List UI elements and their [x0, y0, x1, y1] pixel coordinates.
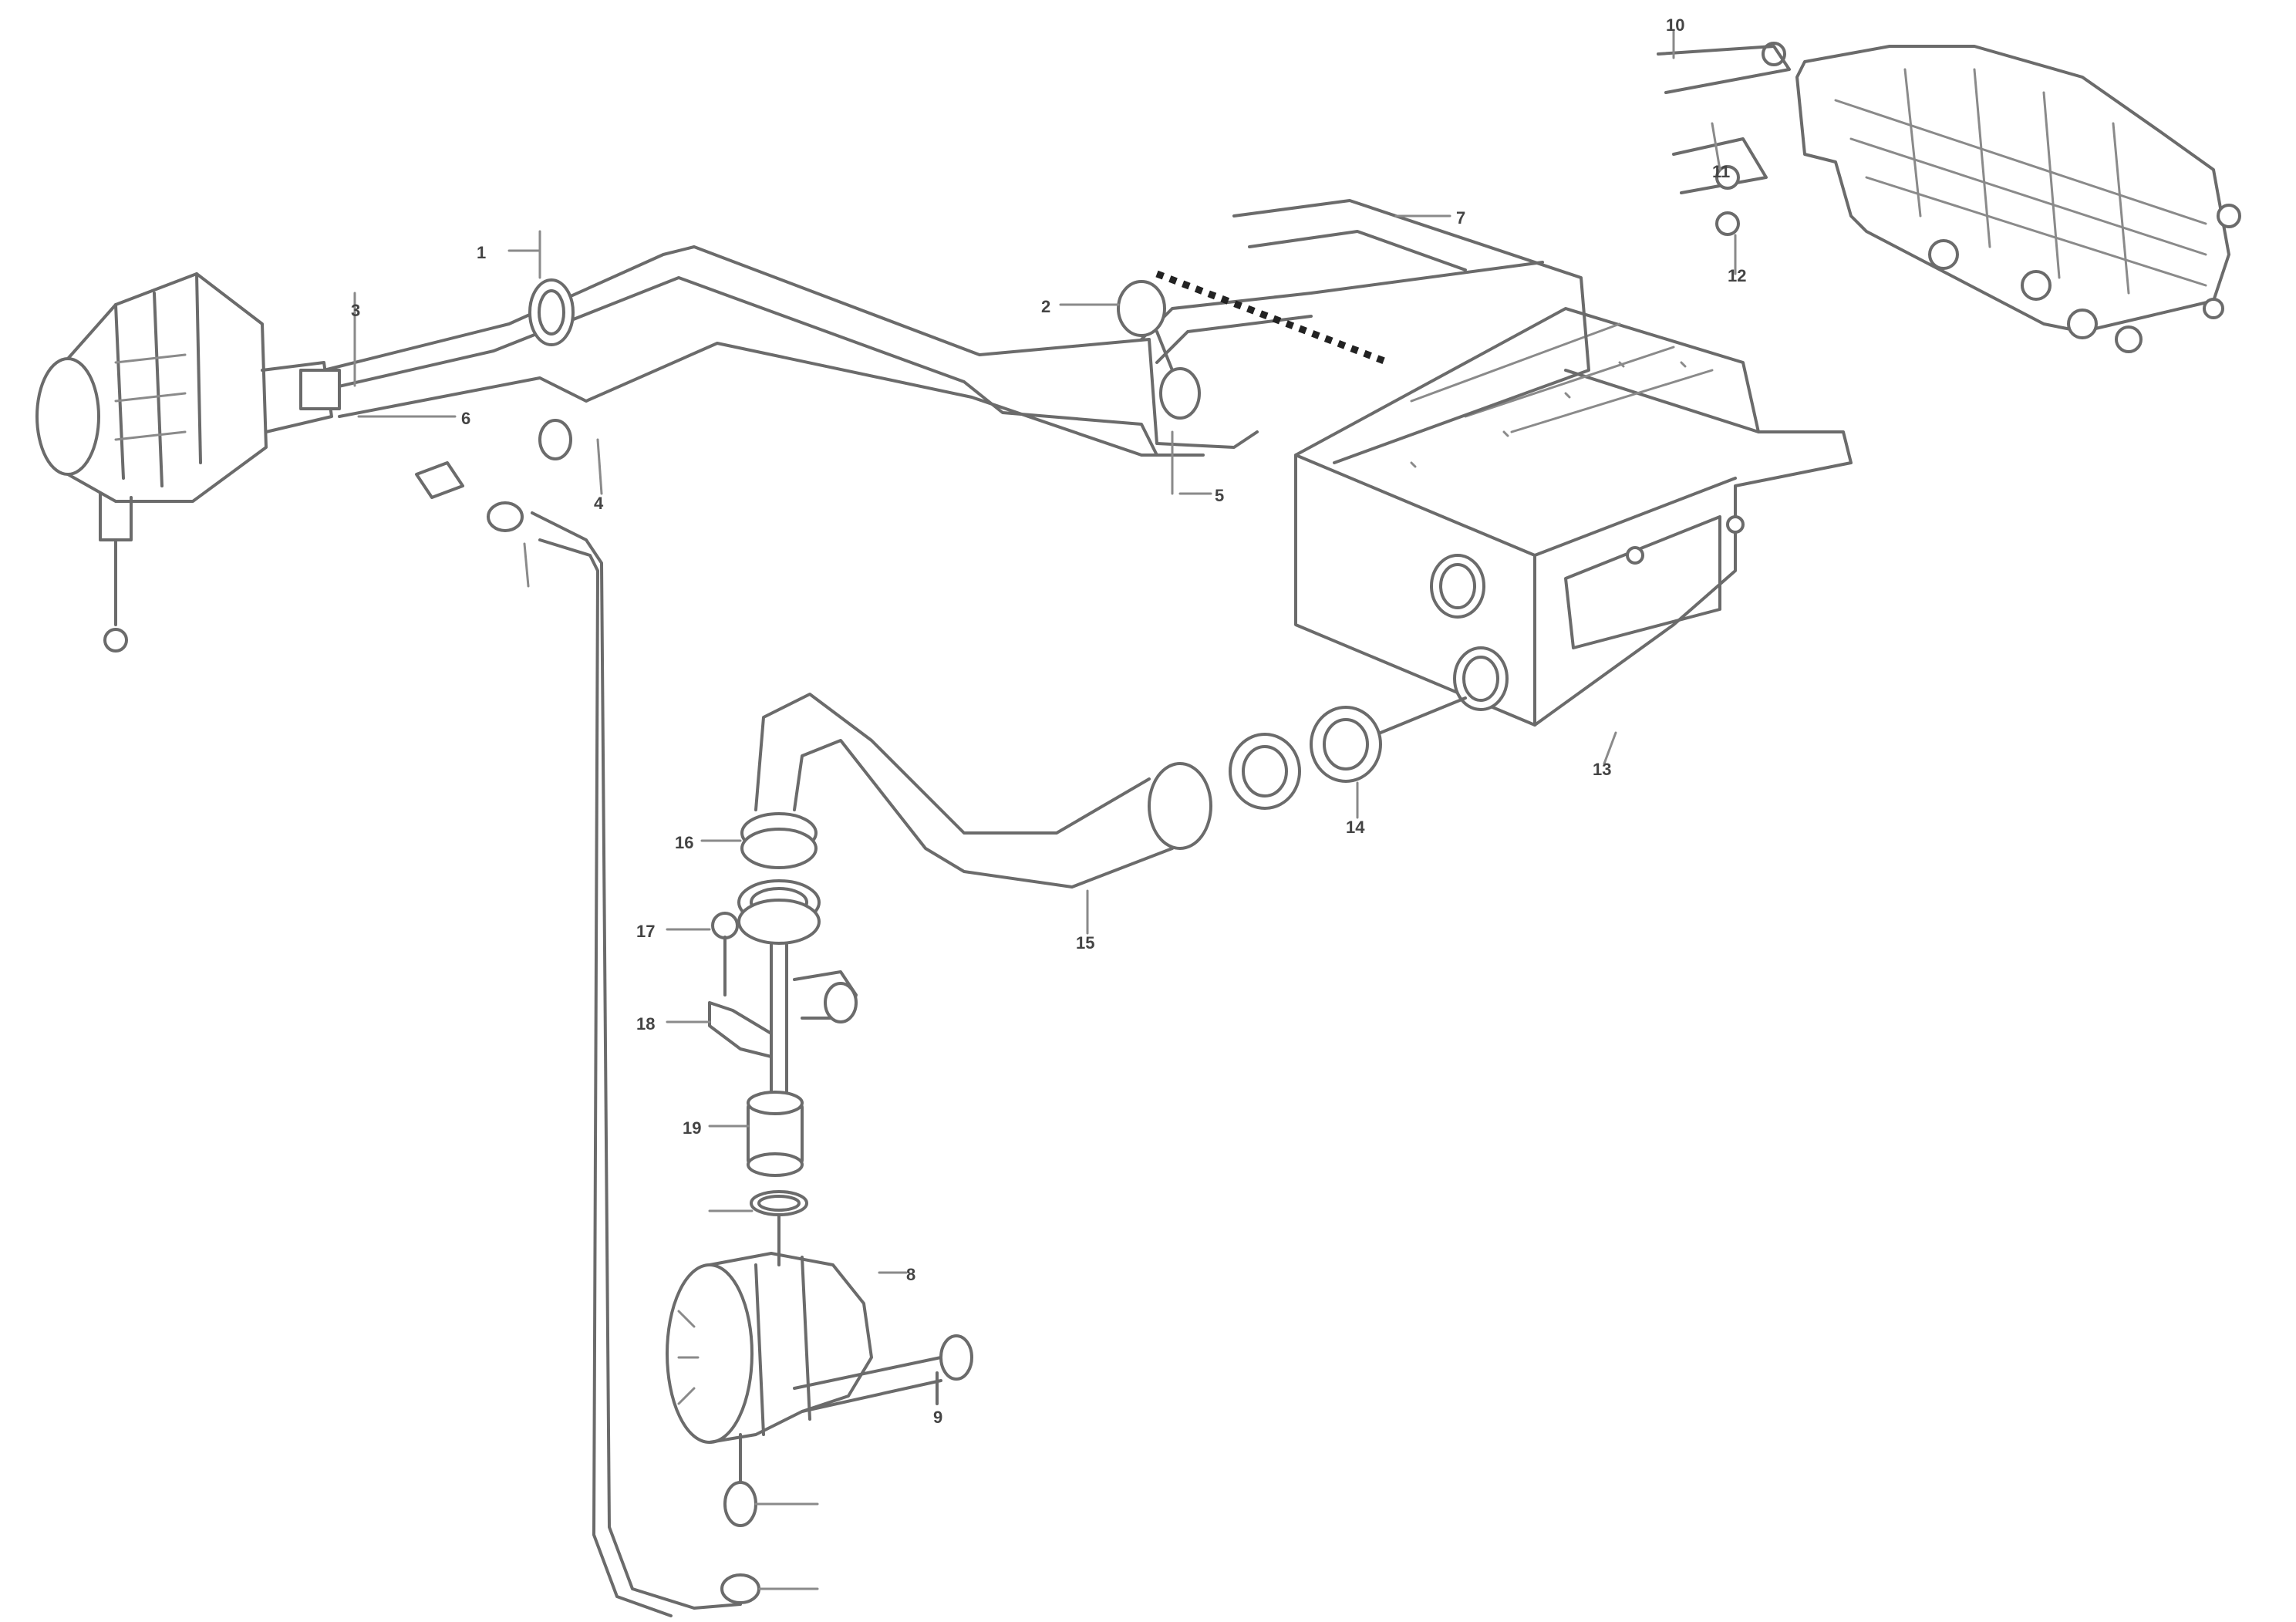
callout-19: 19: [683, 1118, 701, 1138]
callout-11: 11: [1712, 162, 1730, 181]
callout-8: 8: [906, 1265, 915, 1284]
lower-motor: [666, 1252, 973, 1604]
suction-hose: [754, 693, 1467, 889]
callout-12: 12: [1728, 266, 1746, 285]
callout-7: 7: [1456, 208, 1465, 228]
callout-10: 10: [1666, 15, 1684, 35]
callout-5: 5: [1215, 486, 1224, 505]
callout-2: 2: [1041, 297, 1050, 316]
drain-line: [531, 511, 742, 1617]
hydraulic-tank: [1232, 199, 1853, 727]
lower-pump-stack: [708, 812, 858, 1266]
callout-16: 16: [675, 833, 693, 852]
callout-17: 17: [636, 922, 655, 941]
callout-numbers: 1 2 3 4 5 6 7 8 9 10 11 12 13 14 15 16 1…: [351, 15, 1746, 1427]
left-pump-assembly: [35, 272, 333, 653]
callout-6: 6: [461, 409, 470, 428]
callout-13: 13: [1593, 760, 1611, 779]
upper-hoses: [299, 245, 1544, 532]
callout-1: 1: [477, 243, 486, 262]
callout-14: 14: [1346, 818, 1365, 837]
callout-9: 9: [933, 1408, 942, 1427]
leader-lines: [353, 29, 1737, 1590]
callout-3: 3: [351, 301, 360, 320]
callout-4: 4: [594, 494, 604, 513]
callout-18: 18: [636, 1014, 655, 1034]
fitting-2: [1117, 280, 1201, 420]
callout-15: 15: [1076, 933, 1094, 953]
right-valve-block: [1657, 42, 2241, 353]
